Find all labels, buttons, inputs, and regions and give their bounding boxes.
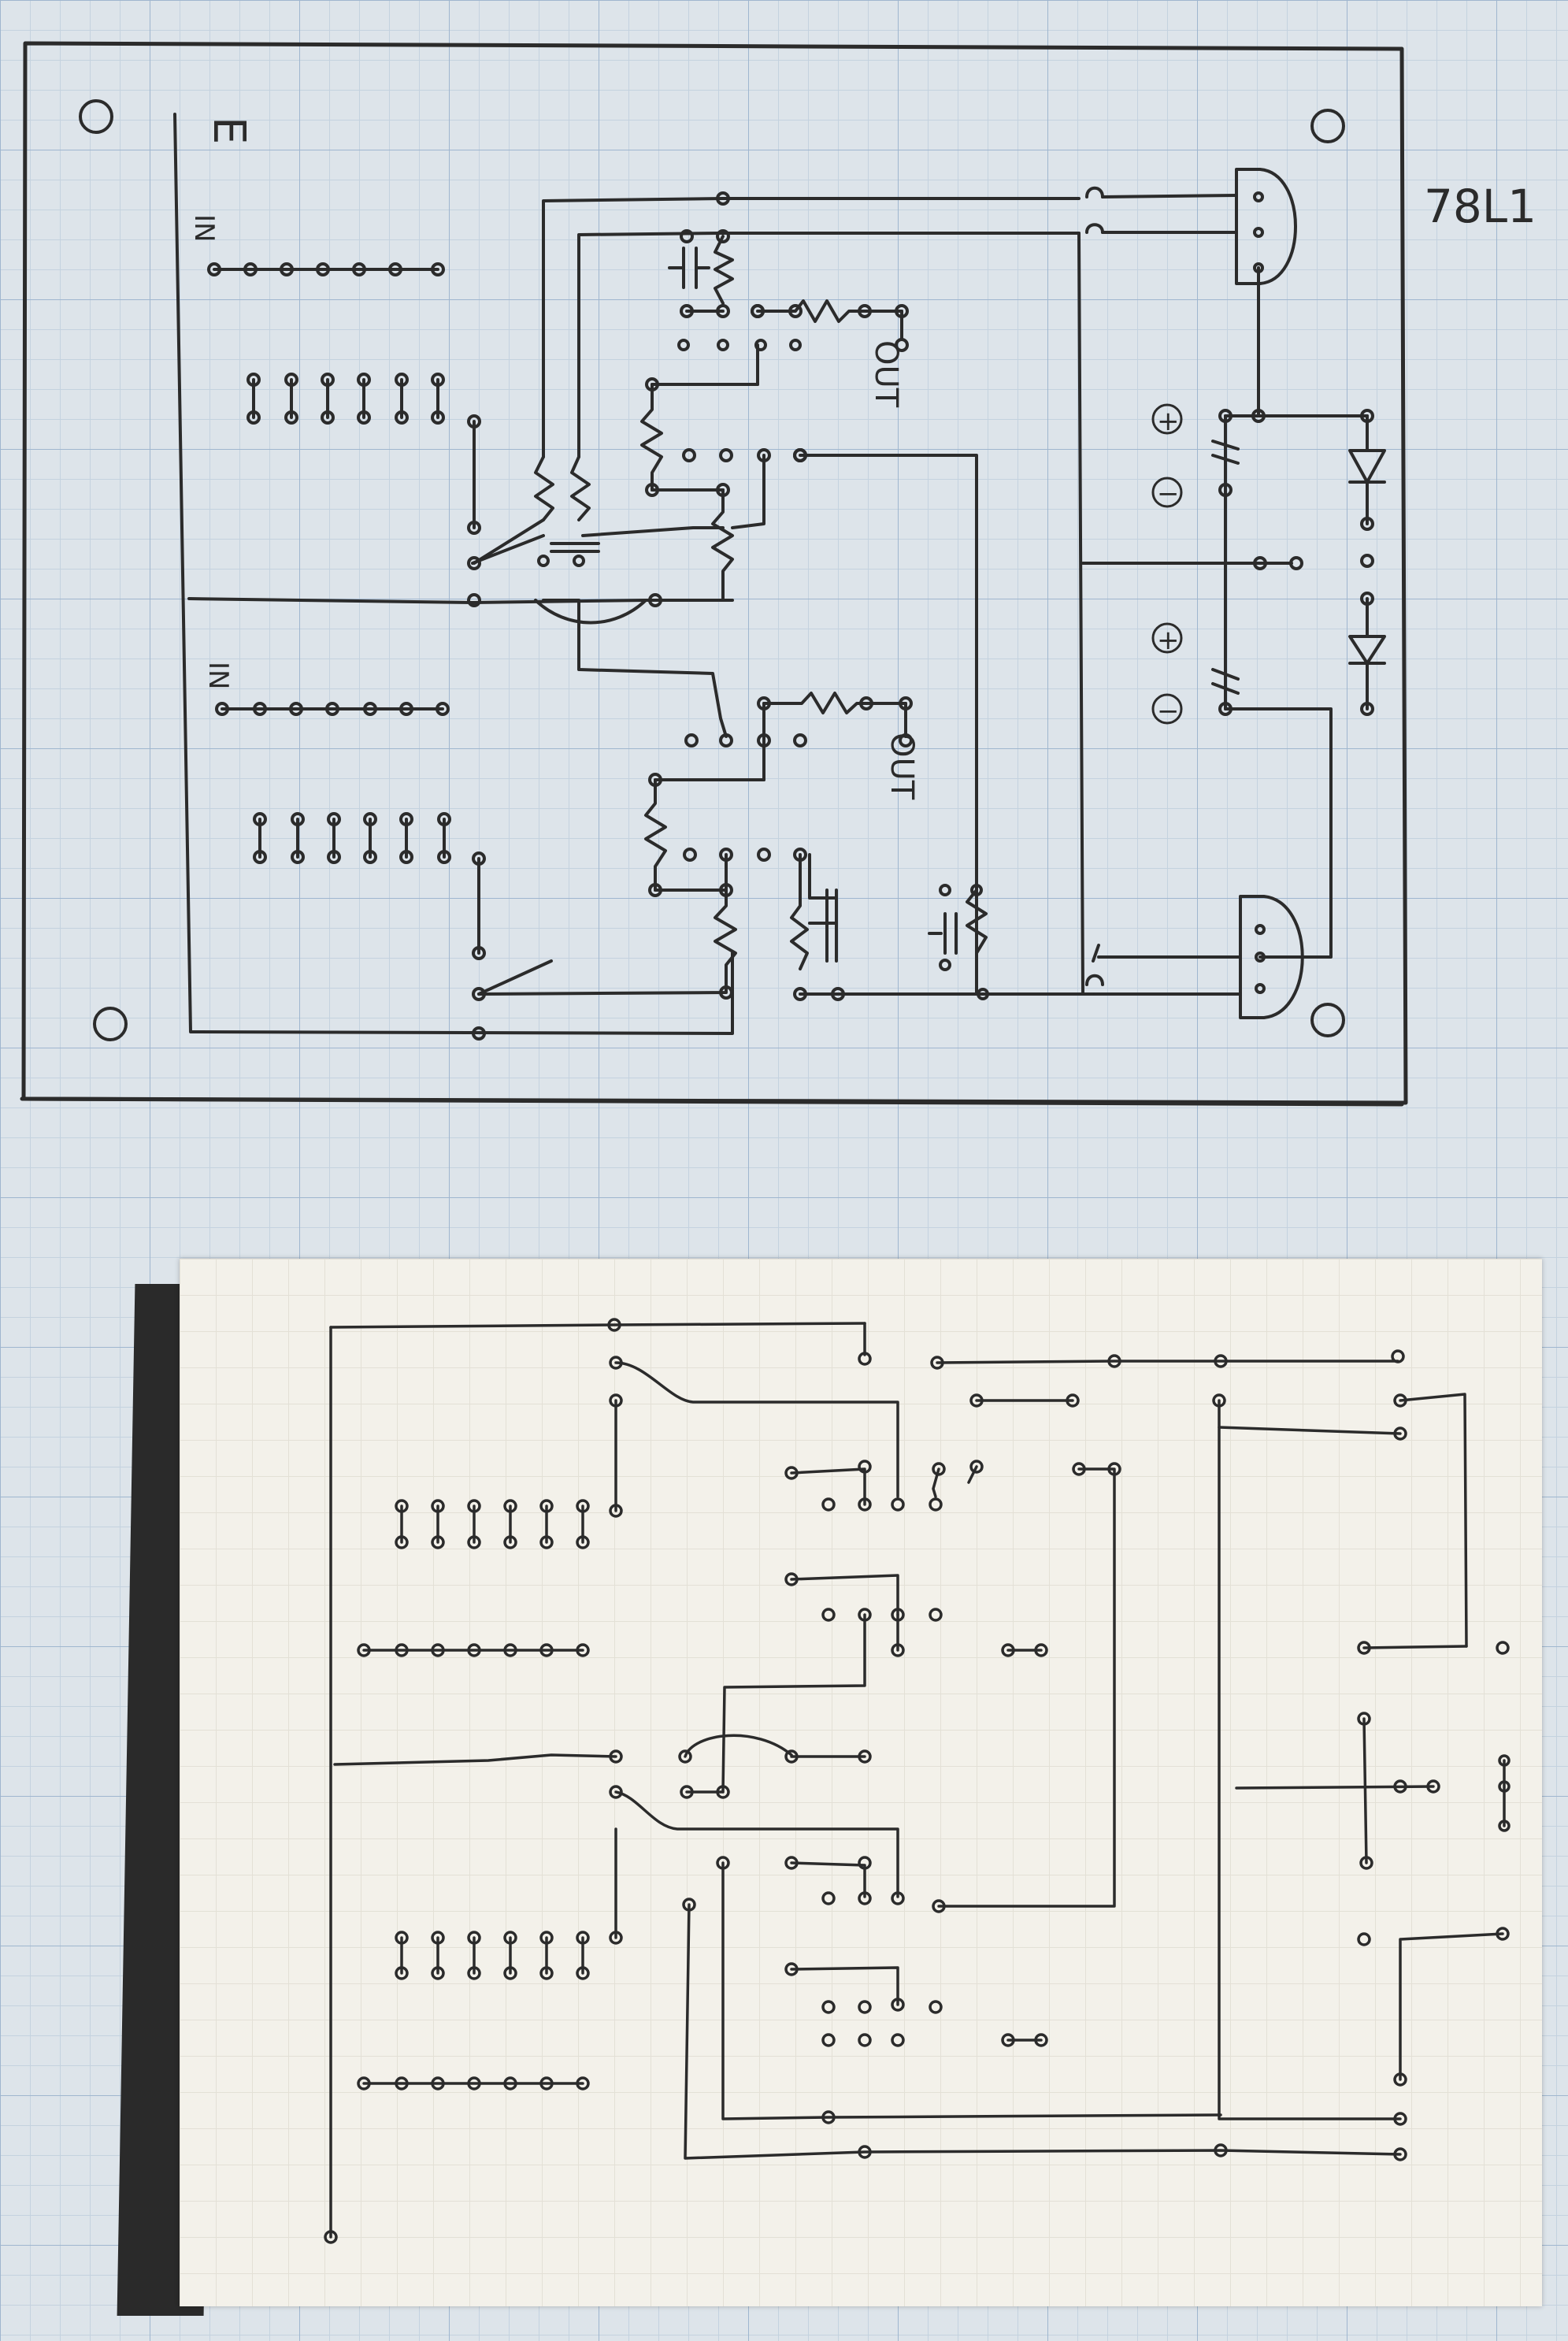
- bottom-edge-line: [20, 1096, 1404, 1107]
- ground-rail: [173, 113, 734, 1035]
- resistor-network-upper-mid: [640, 343, 978, 996]
- mounting-hole: [93, 1007, 128, 1041]
- filter-network-bottom: [477, 692, 1096, 1001]
- capacitor-top-center: [471, 455, 728, 738]
- output-label-top: OUT: [868, 340, 904, 408]
- regulator-top: [1235, 168, 1297, 285]
- mounting-hole: [79, 99, 113, 134]
- regulator-bottom: [1239, 895, 1304, 1019]
- input-pin-row-top: [207, 262, 445, 276]
- supply-trace-regulator-top: [1101, 194, 1238, 234]
- input-label-top: IN: [188, 214, 220, 242]
- copper-side-paper: [180, 1259, 1542, 2306]
- rectifier-network: [1077, 186, 1386, 996]
- board-outline: [21, 41, 1408, 1105]
- pin-column-array-top: [247, 373, 445, 425]
- mounting-hole: [1310, 109, 1345, 143]
- input-pin-row-bottom: [215, 702, 450, 716]
- filter-network-top: [668, 191, 909, 352]
- negative-supply-trace: [577, 232, 1081, 458]
- plus-label-2: +: [1157, 625, 1180, 656]
- selector-switch-bottom: [472, 851, 553, 1041]
- positive-supply-trace: [542, 197, 1081, 458]
- minus-label-2: −: [1157, 696, 1180, 727]
- selector-switch-top: [467, 414, 545, 607]
- pin-column-array-bottom: [253, 812, 451, 864]
- copper-layout-traces: [324, 1318, 1511, 2244]
- input-label-bottom: IN: [202, 662, 234, 689]
- minus-label-1: −: [1157, 478, 1180, 510]
- output-label-bottom: OUT: [884, 733, 920, 800]
- plus-label-1: +: [1157, 406, 1180, 437]
- regulator-part-label: 78L1: [1424, 180, 1536, 233]
- mounting-hole: [1310, 1003, 1345, 1037]
- ground-label: E: [203, 117, 254, 144]
